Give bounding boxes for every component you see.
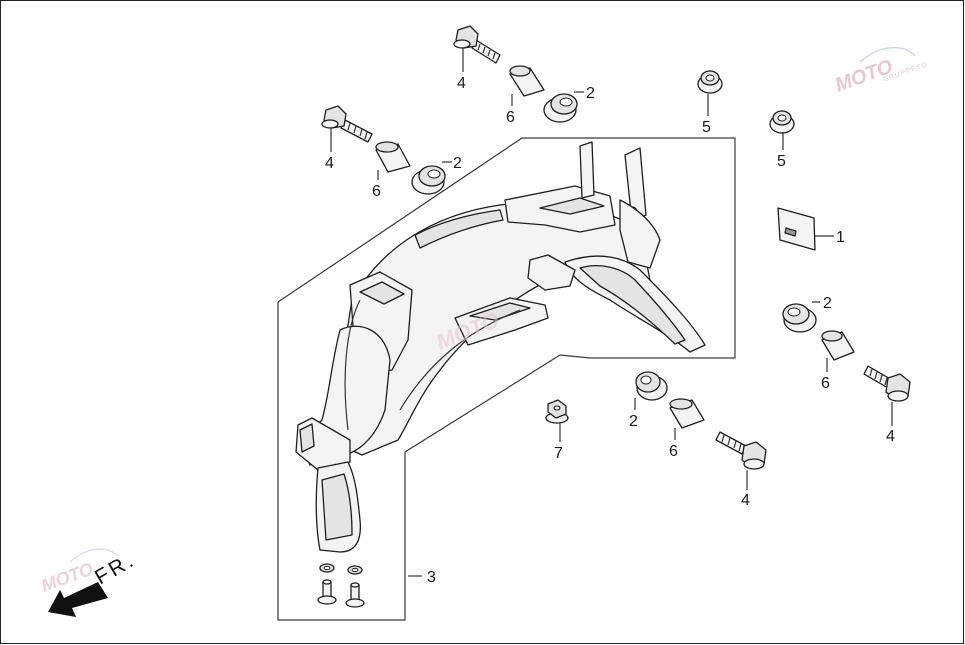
label-6c: 6 [821,375,830,392]
grommet-top [543,93,578,123]
rivet-set [317,563,365,608]
flange-bolt-right [863,365,911,402]
assembly-outline [277,137,736,621]
collar-left [375,141,411,173]
grommet-left [411,165,446,195]
label-3: 3 [427,569,436,586]
label-1: 1 [836,229,845,246]
collar-right [821,330,855,361]
label-5b: 5 [777,153,786,170]
label-5a: 5 [702,119,711,136]
label-2c: 2 [823,295,832,312]
clip-nut-right [769,110,795,134]
callout-labels: 1 2 2 2 2 3 4 4 4 4 5 5 6 6 6 6 7 [325,75,895,586]
clip-nut-top [697,70,723,94]
flange-bolt-left [321,105,373,143]
label-6b: 6 [372,183,381,200]
label-4d: 4 [741,492,750,509]
collar-top [509,65,545,97]
label-4c: 4 [886,428,895,445]
grommet-right [782,303,817,333]
reflector-plate [777,207,816,251]
label-2d: 2 [629,413,638,430]
leader-lines [330,48,893,577]
label-2b: 2 [453,155,462,172]
label-6d: 6 [669,443,678,460]
collar-bottom [669,398,705,429]
rear-fender [295,141,706,553]
flange-bolt-bottom [715,431,767,470]
label-2a: 2 [586,85,595,102]
front-arrow-icon [48,582,108,617]
flange-nut [545,399,569,424]
watermark-top-right: MOTO GRUPPETO [832,46,929,97]
label-4a: 4 [457,75,466,92]
label-7: 7 [554,445,563,462]
label-4b: 4 [325,155,334,172]
flange-bolt-top [453,25,501,64]
grommet-bottom [635,371,668,401]
label-6a: 6 [506,109,515,126]
